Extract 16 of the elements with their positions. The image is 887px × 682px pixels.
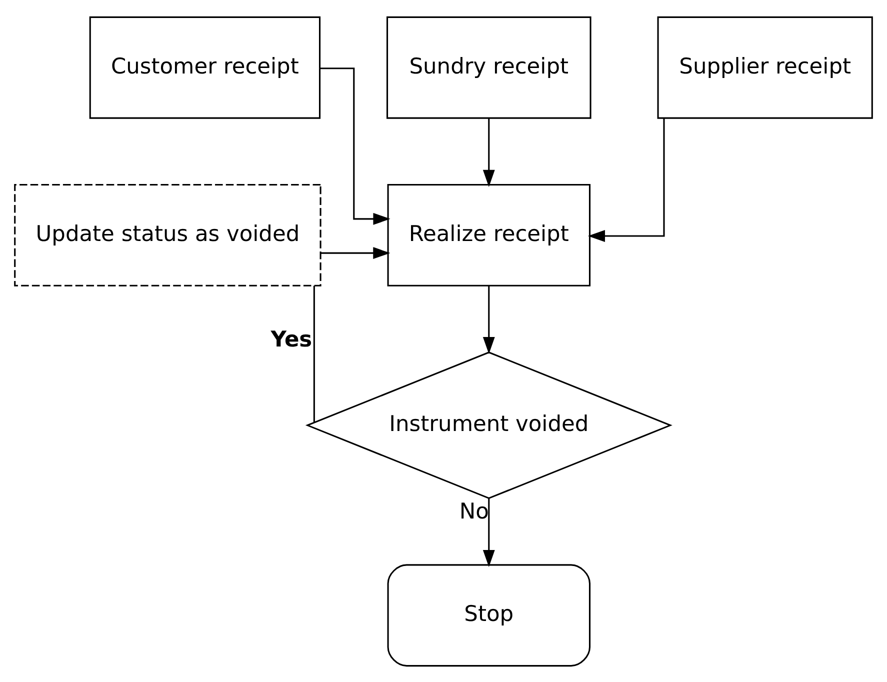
arrow [482, 118, 495, 186]
edge-label: No [459, 499, 489, 524]
node-box: Stop [387, 564, 591, 666]
arrow [320, 246, 390, 259]
node-diamond: Instrument voided [305, 351, 672, 499]
connector [313, 285, 315, 422]
arrow [482, 498, 495, 567]
arrow [320, 67, 390, 224]
node-box: Sundry receipt [386, 16, 592, 118]
node-box: Supplier receipt [657, 16, 873, 118]
arrow [588, 118, 665, 242]
node-box: Update status as voided [14, 184, 322, 286]
arrow [482, 285, 495, 354]
node-box: Customer receipt [89, 16, 321, 118]
edge-label: Yes [270, 326, 312, 352]
node-box: Realize receipt [387, 184, 591, 286]
